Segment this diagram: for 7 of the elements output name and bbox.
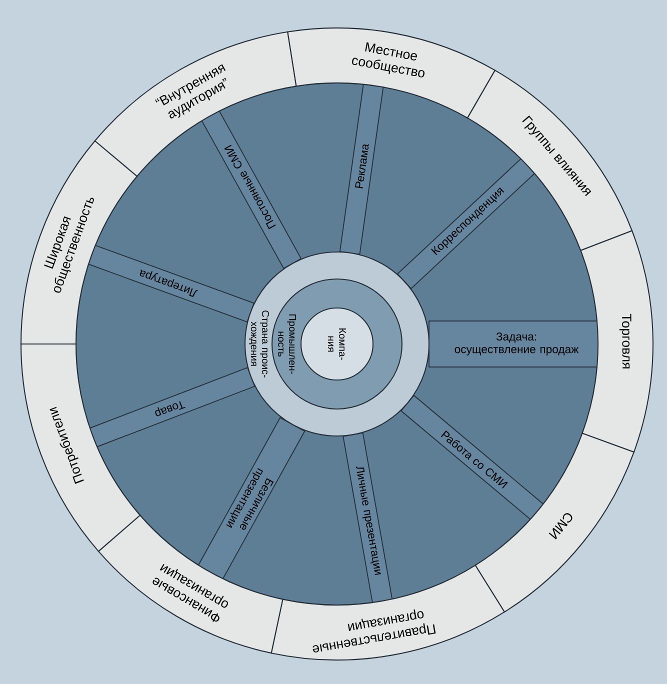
ring-segment: Торговля [580, 230, 654, 453]
node-label: Торговля [619, 314, 632, 368]
ring-segment: Местное сообщество [287, 28, 496, 118]
channel-bar: Задача: осуществление продаж [428, 320, 598, 368]
channel-bar: Товар [89, 367, 256, 448]
channel-bar: Личные презентации [342, 432, 393, 604]
channel-bar: Реклама [339, 84, 384, 255]
